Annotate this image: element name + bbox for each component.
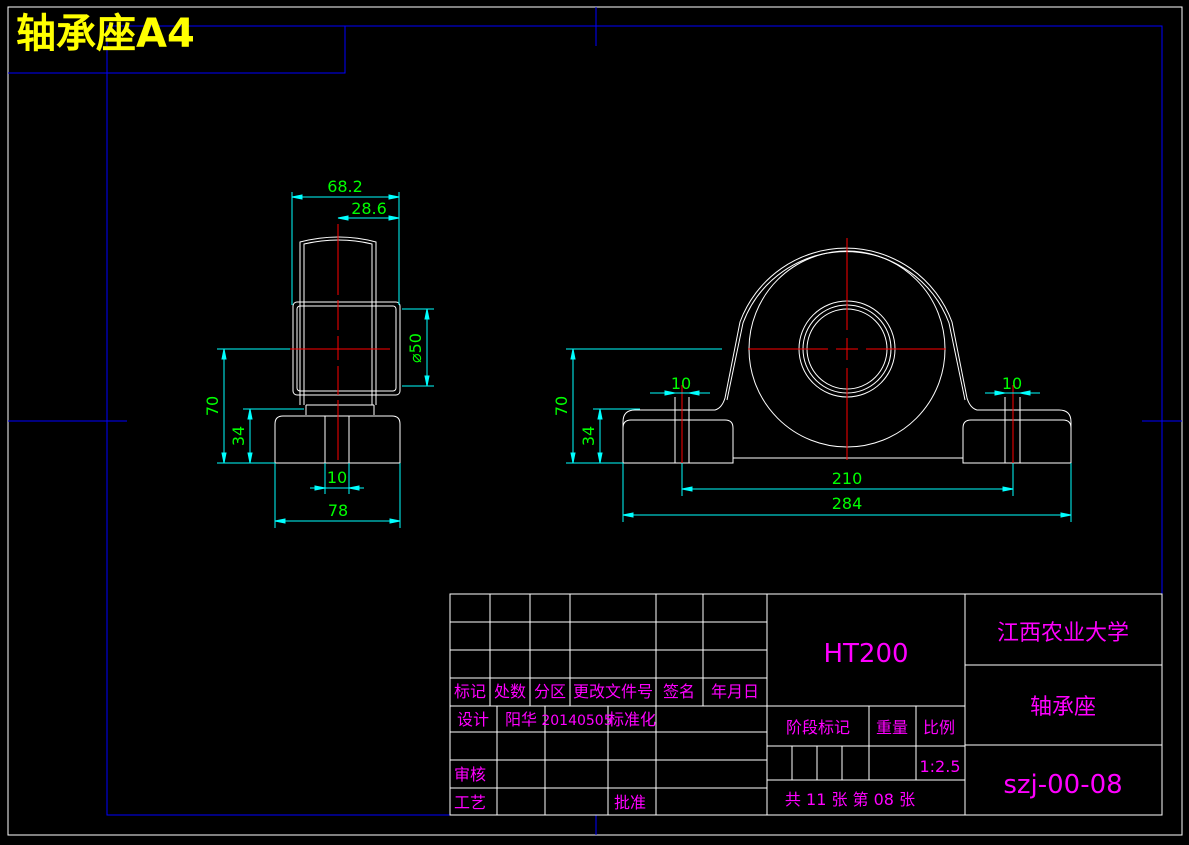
drawing-title: 轴承座A4: [16, 11, 195, 57]
dim-front-overall-width: 284: [832, 494, 863, 513]
stage-mark-label: 阶段标记: [786, 718, 850, 737]
scale-label: 比例: [923, 718, 955, 737]
process-label: 工艺: [454, 793, 486, 812]
designer-name: 阳华: [505, 710, 537, 729]
front-view: 70 34 10 10 210 284: [552, 238, 1072, 522]
dim-front-slot-left: 10: [671, 374, 691, 393]
front-view-centerlines: [681, 238, 1014, 470]
approve-label: 批准: [614, 793, 646, 812]
design-label: 设计: [457, 710, 489, 729]
header-mark: 标记: [454, 682, 486, 701]
dim-side-bore-dia: ⌀50: [406, 333, 425, 363]
dim-front-slot-right: 10: [1002, 374, 1022, 393]
front-view-dimension-texts: 70 34 10 10 210 284: [552, 374, 1022, 513]
dim-side-height: 70: [203, 396, 222, 416]
part-name: 轴承座: [1030, 695, 1096, 720]
dim-side-half-top: 28.6: [351, 199, 387, 218]
header-count: 处数: [494, 682, 526, 701]
school-name: 江西农业大学: [997, 621, 1129, 646]
dim-front-height: 70: [552, 396, 571, 416]
dim-side-slot-width: 10: [327, 468, 347, 487]
review-label: 审核: [454, 765, 486, 784]
design-date: 20140505: [541, 713, 612, 729]
dim-side-overall-top: 68.2: [327, 177, 363, 196]
side-view-outline: [274, 236, 401, 464]
dim-side-base-height: 34: [229, 426, 248, 446]
header-date: 年月日: [711, 682, 759, 701]
dim-front-hole-spacing: 210: [832, 469, 863, 488]
sheet-info: 共 11 张 第 08 张: [785, 790, 915, 809]
dim-side-base-width: 78: [328, 501, 348, 520]
side-view: 68.2 28.6 ⌀50 70 34 10 78: [203, 177, 434, 528]
front-view-dimension-lines: [566, 348, 1072, 522]
title-block: HT200 江西农业大学 轴承座 szj-00-08 标记 处数 分区 更改文件…: [449, 593, 1163, 816]
drawing-number: szj-00-08: [1003, 770, 1122, 800]
title-block-texts: HT200 江西农业大学 轴承座 szj-00-08 标记 处数 分区 更改文件…: [454, 621, 1129, 812]
title-block-grid: [449, 593, 1163, 816]
standardize-label: 标准化: [608, 710, 656, 729]
side-view-centerlines: [286, 224, 390, 460]
header-change-doc: 更改文件号: [573, 682, 653, 701]
weight-label: 重量: [876, 718, 908, 737]
header-zone: 分区: [534, 682, 566, 701]
sheet-frame: [7, 6, 1183, 836]
header-signature: 签名: [663, 682, 695, 701]
material-label: HT200: [823, 639, 908, 669]
scale-value: 1:2.5: [919, 757, 960, 776]
dim-front-base-height: 34: [579, 426, 598, 446]
side-view-dimension-texts: 68.2 28.6 ⌀50 70 34 10 78: [203, 177, 425, 520]
side-view-dimension-lines: [217, 192, 434, 528]
